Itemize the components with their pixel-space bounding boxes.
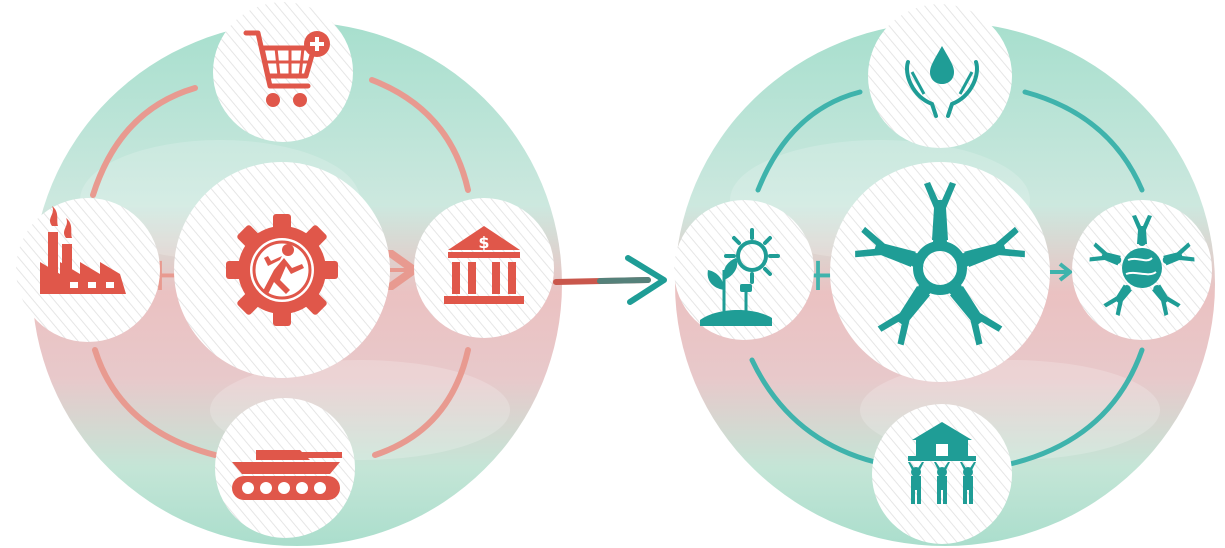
shopping-cart-plus-icon bbox=[243, 30, 317, 89]
people-gear-star-icon bbox=[855, 182, 1025, 346]
tank-icon bbox=[232, 450, 342, 500]
arrow-right-icon bbox=[553, 255, 667, 305]
left-ring bbox=[90, 77, 471, 458]
left-cycle: + bbox=[16, 2, 562, 546]
right-ring bbox=[749, 89, 1145, 467]
svg-text:$: $ bbox=[478, 233, 489, 252]
left-node-top bbox=[213, 2, 353, 142]
right-node-right bbox=[1072, 200, 1212, 340]
right-node-left bbox=[674, 200, 814, 340]
people-lifting-house-icon bbox=[908, 422, 976, 504]
gear-running-person-icon bbox=[226, 214, 338, 326]
right-center-node bbox=[830, 162, 1050, 382]
hands-water-drop-icon bbox=[905, 46, 979, 118]
right-node-top bbox=[868, 4, 1012, 148]
people-around-earth-icon bbox=[1089, 215, 1195, 316]
bank-dollar-icon: $ bbox=[444, 226, 524, 304]
plant-sun-icon bbox=[700, 228, 780, 326]
left-center-node bbox=[174, 162, 390, 378]
right-node-bottom bbox=[872, 404, 1012, 544]
left-node-bottom bbox=[215, 398, 355, 538]
right-cycle: + bbox=[674, 4, 1215, 546]
left-node-right: $ bbox=[414, 198, 554, 338]
left-node-left bbox=[16, 198, 160, 342]
factory-icon bbox=[40, 206, 126, 294]
